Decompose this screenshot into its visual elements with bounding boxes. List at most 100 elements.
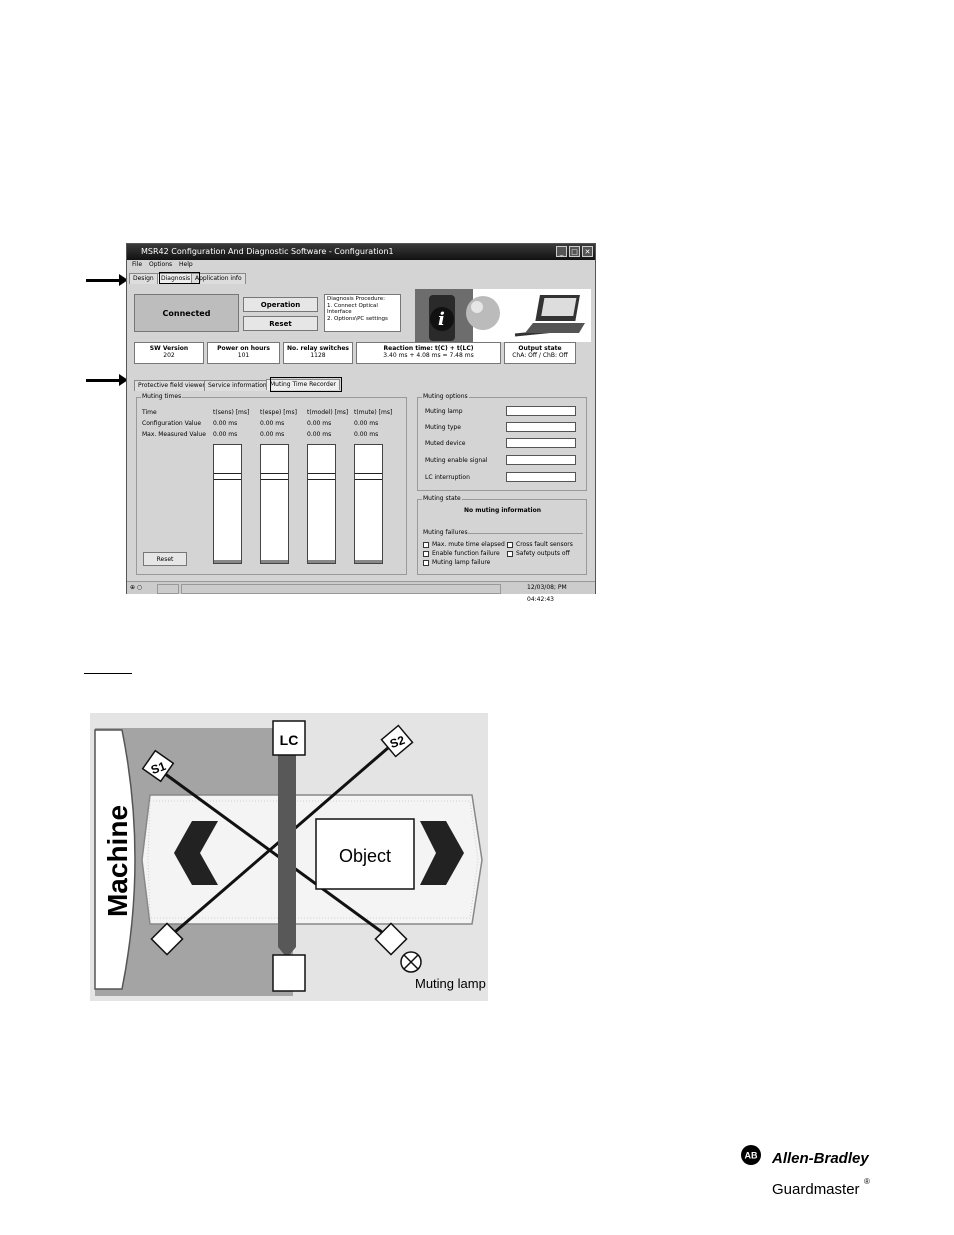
close-button[interactable]: ✕	[582, 246, 593, 257]
window-title: MSR42 Configuration And Diagnostic Softw…	[141, 247, 394, 256]
diagnosis-illustration: i	[415, 289, 591, 342]
muting-state-group: Muting state	[417, 495, 587, 575]
tab-design[interactable]: Design	[129, 273, 158, 284]
bar-sens	[213, 444, 242, 564]
application-window: MSR42 Configuration And Diagnostic Softw…	[126, 243, 596, 603]
checkbox-enable-function[interactable]	[423, 551, 429, 557]
info-power-on-hours: Power on hours 101	[207, 342, 280, 364]
option-label-device: Muted device	[425, 440, 466, 447]
col-header-espe: t(espe) [ms]	[260, 409, 297, 416]
menu-options[interactable]: Options	[148, 261, 173, 268]
row-label-max: Max. Measured Value	[142, 431, 206, 438]
brand-logo: AB Allen-Bradley Guardmaster ®	[740, 1144, 880, 1204]
option-label-type: Muting type	[425, 424, 461, 431]
tab-protective-field-viewer[interactable]: Protective field viewer	[134, 380, 209, 391]
procedure-line: Interface	[327, 309, 352, 315]
svg-text:i: i	[438, 309, 445, 330]
lc-interruption-field[interactable]	[506, 472, 576, 482]
status-datetime: 12/03/08; PM 04:42:43	[527, 584, 567, 603]
max-sens: 0.00 ms	[213, 431, 238, 438]
procedure-line: Diagnosis Procedure:	[327, 296, 385, 302]
checkbox-muting-lamp[interactable]	[423, 560, 429, 566]
info-device-laptop-illustration: i	[415, 289, 585, 342]
group-caption: Muting state	[422, 495, 462, 502]
col-header-sens: t(sens) [ms]	[213, 409, 250, 416]
muting-lamp-field[interactable]	[506, 406, 576, 416]
max-model: 0.00 ms	[307, 431, 332, 438]
checkbox-cross-fault[interactable]	[507, 542, 513, 548]
brand-name: Allen-Bradley	[771, 1150, 869, 1167]
checkbox-safety-outputs[interactable]	[507, 551, 513, 557]
machine-label: Machine	[102, 805, 133, 917]
highlight-muting-tab	[270, 377, 342, 392]
muting-state-message: No muting information	[464, 507, 541, 514]
info-sw-version: SW Version 202	[134, 342, 204, 364]
bar-mute	[354, 444, 383, 564]
checkbox-max-mute-time[interactable]	[423, 542, 429, 548]
allen-bradley-guardmaster-logo: AB Allen-Bradley Guardmaster ®	[741, 1145, 870, 1198]
info-label: Power on hours	[217, 345, 270, 352]
muting-diagram-svg: Machine LC S1 S2 Object Muting lamp	[90, 713, 488, 1001]
procedure-line: 1. Connect Optical	[327, 302, 378, 309]
info-value: ChA: Off / ChB: Off	[512, 352, 568, 359]
group-caption: Muting options	[422, 393, 469, 400]
info-relay-switches: No. relay switches 1128	[283, 342, 353, 364]
info-output-state: Output state ChA: Off / ChB: Off	[504, 342, 576, 364]
failure-enable-function: Enable function failure	[432, 550, 500, 557]
option-label-lamp: Muting lamp	[425, 408, 463, 415]
max-espe: 0.00 ms	[260, 431, 285, 438]
ab-logo-text: AB	[745, 1151, 758, 1161]
tab-service-information[interactable]: Service information	[204, 380, 271, 391]
failure-safety-outputs: Safety outputs off	[516, 550, 570, 557]
muting-enable-field[interactable]	[506, 455, 576, 465]
operation-button[interactable]: Operation	[243, 297, 318, 312]
procedure-line: 2. Options\PC settings	[327, 315, 388, 322]
annotation-arrow-sub-tabs	[86, 374, 128, 386]
title-bar: MSR42 Configuration And Diagnostic Softw…	[127, 244, 595, 260]
info-value: 202	[163, 352, 175, 359]
option-label-lc: LC interruption	[425, 474, 470, 481]
object-label: Object	[339, 846, 391, 866]
info-label: SW Version	[149, 345, 189, 352]
failures-caption: Muting failures	[423, 529, 468, 536]
config-mute: 0.00 ms	[354, 420, 379, 427]
reset-button[interactable]: Reset	[243, 316, 318, 331]
failure-cross-fault: Cross fault sensors	[516, 541, 573, 548]
config-model: 0.00 ms	[307, 420, 332, 427]
muting-reset-button[interactable]: Reset	[143, 552, 187, 566]
connection-icon: ⊕ ○	[130, 584, 143, 591]
maximize-button[interactable]: □	[569, 246, 580, 257]
menu-bar: File Options Help	[127, 260, 595, 270]
tab-muting-time-recorder[interactable]: Muting Time Recorder	[266, 379, 340, 390]
failure-muting-lamp: Muting lamp failure	[432, 559, 491, 566]
annotation-arrow-main-tabs	[86, 274, 128, 286]
info-label: No. relay switches	[287, 345, 349, 352]
s2-label: S2	[388, 733, 407, 751]
failure-max-mute-time: Max. mute time elapsed	[432, 541, 505, 548]
bar-espe	[260, 444, 289, 564]
section-underline	[84, 673, 132, 674]
info-value: 101	[237, 352, 250, 359]
info-label: Reaction time: t(C) + t(LC)	[383, 345, 474, 352]
info-label: Output state	[518, 345, 562, 352]
muting-times-group: Muting times	[136, 393, 407, 575]
status-bar: ⊕ ○ 12/03/08; PM 04:42:43	[127, 581, 595, 603]
menu-file[interactable]: File	[132, 261, 143, 268]
diagnosis-procedure: Diagnosis Procedure: 1. Connect Optical …	[324, 294, 401, 332]
muting-options-group: Muting options	[417, 393, 587, 491]
minimize-button[interactable]: _	[556, 246, 567, 257]
option-label-enable: Muting enable signal	[425, 457, 488, 464]
col-header-mute: t(mute) [ms]	[354, 409, 393, 416]
muted-device-field[interactable]	[506, 438, 576, 448]
lc-label: LC	[280, 732, 299, 748]
info-reaction-time: Reaction time: t(C) + t(LC) 3.40 ms + 4.…	[356, 342, 501, 364]
tab-application-info[interactable]: Application info	[191, 273, 246, 284]
config-sens: 0.00 ms	[213, 420, 238, 427]
status-segment	[181, 584, 501, 594]
row-label-time: Time	[142, 409, 157, 416]
bar-model	[307, 444, 336, 564]
connection-status: Connected	[134, 294, 239, 332]
muting-type-field[interactable]	[506, 422, 576, 432]
menu-help[interactable]: Help	[179, 261, 193, 268]
brand-product: Guardmaster	[772, 1181, 860, 1198]
